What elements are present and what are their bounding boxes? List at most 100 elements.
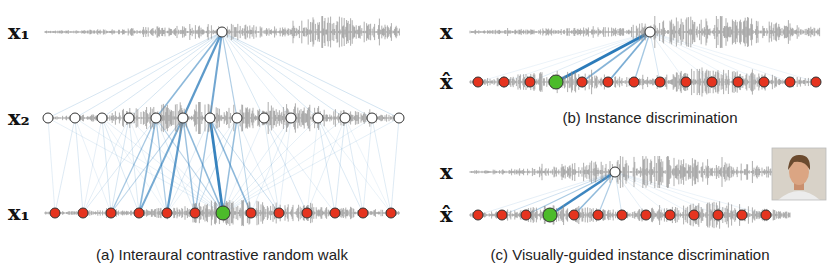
signal-label: x bbox=[440, 19, 453, 44]
sample-dot bbox=[232, 113, 242, 123]
audio-waveform bbox=[45, 102, 399, 134]
sample-dot bbox=[543, 208, 557, 222]
match-line bbox=[83, 118, 102, 213]
sample-dot bbox=[499, 77, 509, 87]
sample-dot bbox=[655, 77, 665, 87]
match-line bbox=[530, 32, 650, 82]
match-line bbox=[102, 118, 223, 213]
match-line bbox=[307, 118, 345, 213]
match-line bbox=[223, 118, 264, 213]
match-line bbox=[223, 118, 399, 213]
sample-dot bbox=[217, 27, 227, 37]
match-line bbox=[222, 32, 345, 118]
match-line bbox=[156, 118, 223, 213]
match-line bbox=[556, 32, 650, 82]
sample-dot bbox=[761, 210, 771, 220]
audio-waveform bbox=[470, 16, 820, 48]
match-line bbox=[222, 32, 291, 118]
sample-dot bbox=[707, 77, 717, 87]
face-thumbnail bbox=[772, 148, 826, 200]
sample-dot bbox=[367, 113, 377, 123]
sample-dot bbox=[521, 210, 531, 220]
sample-dot bbox=[733, 77, 743, 87]
sample-dot bbox=[134, 208, 144, 218]
match-line bbox=[391, 118, 399, 213]
sample-dot bbox=[216, 206, 230, 220]
shirt bbox=[778, 191, 820, 200]
sample-dot bbox=[50, 208, 60, 218]
match-line bbox=[223, 118, 372, 213]
signal-label: x̂ bbox=[440, 202, 453, 227]
match-line bbox=[608, 32, 650, 82]
signal-label: x₂ bbox=[8, 105, 30, 130]
sample-dot bbox=[274, 208, 284, 218]
match-line bbox=[279, 118, 291, 213]
match-line bbox=[102, 118, 167, 213]
match-line bbox=[222, 32, 399, 118]
panel-caption: (a) Interaural contrastive random walk bbox=[96, 246, 348, 264]
audio-waveform bbox=[470, 201, 790, 228]
signal-label: x̂ bbox=[440, 69, 453, 94]
sample-dot bbox=[641, 210, 651, 220]
match-line bbox=[574, 172, 615, 215]
sample-dot bbox=[569, 210, 579, 220]
match-line bbox=[478, 32, 650, 82]
match-line bbox=[615, 172, 622, 215]
match-line bbox=[264, 118, 279, 213]
sample-dot bbox=[593, 210, 603, 220]
photo-background bbox=[772, 148, 826, 200]
match-line bbox=[111, 118, 183, 213]
sample-dot bbox=[617, 210, 627, 220]
panel-caption: (b) Instance discrimination bbox=[562, 109, 737, 127]
match-line bbox=[111, 118, 129, 213]
match-line bbox=[129, 118, 223, 213]
sample-dot bbox=[610, 167, 620, 177]
audio-waveform bbox=[470, 67, 820, 96]
sample-dot bbox=[43, 113, 53, 123]
match-line bbox=[223, 118, 345, 213]
sample-dot bbox=[386, 208, 396, 218]
match-line bbox=[210, 32, 222, 118]
sample-dot bbox=[106, 208, 116, 218]
match-line bbox=[75, 118, 223, 213]
match-line bbox=[195, 118, 210, 213]
match-line bbox=[210, 118, 279, 213]
sample-dot bbox=[190, 208, 200, 218]
match-line bbox=[318, 118, 391, 213]
sample-dot bbox=[681, 77, 691, 87]
sample-dot bbox=[394, 113, 404, 123]
match-line bbox=[345, 118, 391, 213]
match-line bbox=[139, 118, 183, 213]
match-line bbox=[183, 32, 222, 118]
sample-dot bbox=[330, 208, 340, 218]
match-line bbox=[223, 118, 318, 213]
sample-dot bbox=[78, 208, 88, 218]
sample-dot bbox=[629, 77, 639, 87]
match-line bbox=[223, 118, 237, 213]
signal-label: x₁ bbox=[8, 19, 30, 44]
sample-dot bbox=[162, 208, 172, 218]
sample-dot bbox=[178, 113, 188, 123]
sample-dot bbox=[811, 77, 821, 87]
match-line bbox=[502, 172, 615, 215]
panel-caption: (c) Visually-guided instance discriminat… bbox=[490, 246, 769, 264]
sample-dot bbox=[603, 77, 613, 87]
sample-dot bbox=[737, 210, 747, 220]
sample-dot bbox=[97, 113, 107, 123]
match-line bbox=[372, 118, 391, 213]
sample-dot bbox=[205, 113, 215, 123]
sample-dot bbox=[340, 113, 350, 123]
match-line bbox=[222, 32, 237, 118]
match-line bbox=[195, 118, 237, 213]
sample-dot bbox=[259, 113, 269, 123]
sample-dot bbox=[497, 210, 507, 220]
sample-dot bbox=[151, 113, 161, 123]
sample-dot bbox=[313, 113, 323, 123]
match-line bbox=[335, 118, 345, 213]
sample-dot bbox=[785, 77, 795, 87]
match-line bbox=[167, 118, 237, 213]
sample-dot bbox=[577, 77, 587, 87]
signal-label: x₁ bbox=[8, 200, 30, 225]
